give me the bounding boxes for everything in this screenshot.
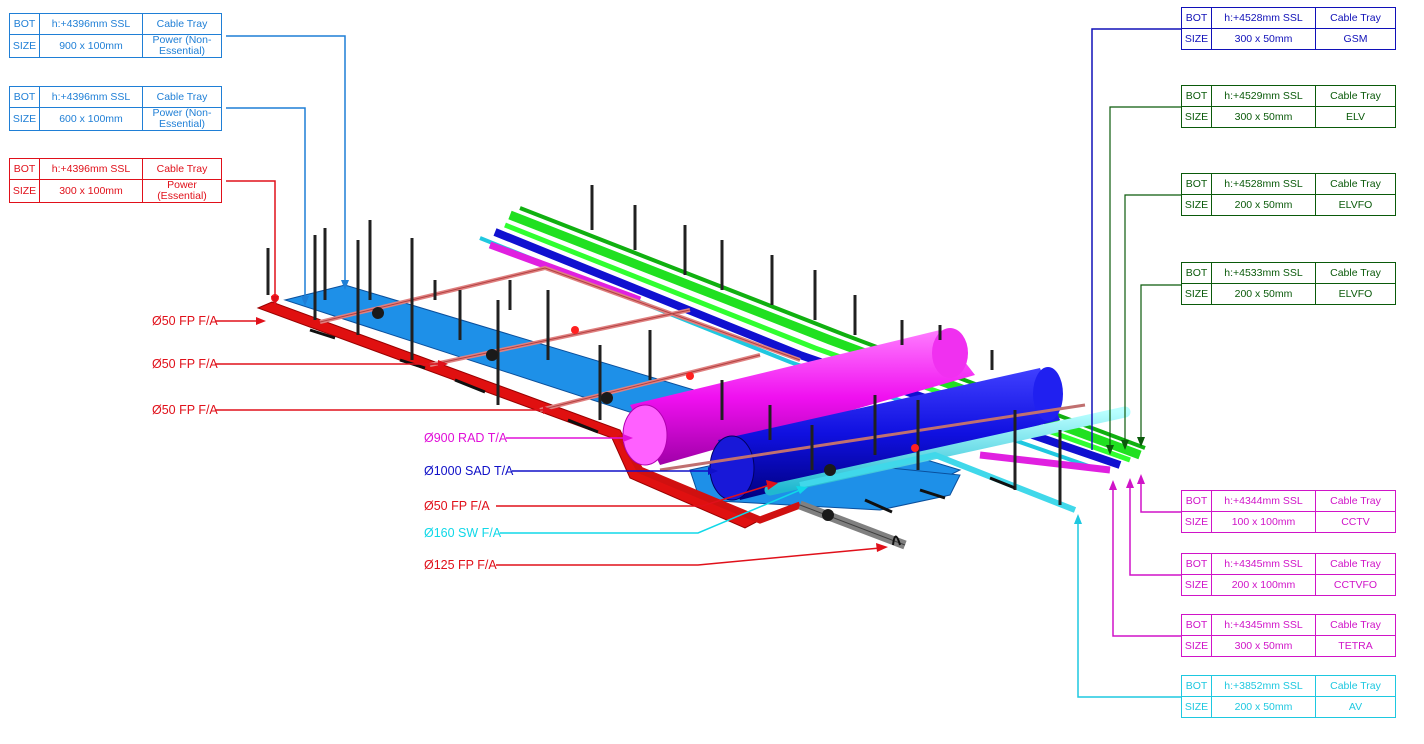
- size-value: 300 x 100mm: [39, 179, 143, 203]
- bot-key: BOT: [1181, 7, 1212, 29]
- size-key: SIZE: [9, 34, 40, 58]
- label-fp50-1: Ø50 FP F/A: [152, 314, 218, 328]
- tag-elvfo-2: BOT h:+4533mm SSL Cable Tray SIZE 200 x …: [1181, 262, 1396, 305]
- label-sad1000: Ø1000 SAD T/A: [424, 464, 514, 478]
- size-key: SIZE: [1181, 283, 1212, 305]
- size-key: SIZE: [1181, 574, 1212, 596]
- size-value: 200 x 50mm: [1211, 283, 1316, 305]
- size-key: SIZE: [9, 179, 40, 203]
- bot-key: BOT: [9, 158, 40, 180]
- label-fp50-3: Ø50 FP F/A: [152, 403, 218, 417]
- service-value: AV: [1315, 696, 1396, 718]
- label-fp50-2: Ø50 FP F/A: [152, 357, 218, 371]
- size-value: 200 x 100mm: [1211, 574, 1316, 596]
- size-key: SIZE: [1181, 194, 1212, 216]
- bot-key: BOT: [1181, 173, 1212, 195]
- level-value: h:+4344mm SSL: [1211, 490, 1316, 512]
- bot-key: BOT: [1181, 675, 1212, 697]
- label-fp125: Ø125 FP F/A: [424, 558, 497, 572]
- tag-elv: BOT h:+4529mm SSL Cable Tray SIZE 300 x …: [1181, 85, 1396, 128]
- service-value: CCTV: [1315, 511, 1396, 533]
- service-value: ELV: [1315, 106, 1396, 128]
- type-value: Cable Tray: [1315, 675, 1396, 697]
- bot-key: BOT: [9, 13, 40, 35]
- tag-power-non-essential-900: BOT h:+4396mm SSL Cable Tray SIZE 900 x …: [9, 13, 222, 58]
- size-value: 200 x 50mm: [1211, 194, 1316, 216]
- sw-pipe: [764, 406, 1131, 513]
- type-value: Cable Tray: [1315, 173, 1396, 195]
- pipe-hanger-hook: [892, 535, 901, 546]
- type-value: Cable Tray: [142, 86, 222, 108]
- size-key: SIZE: [9, 107, 40, 131]
- tag-gsm: BOT h:+4528mm SSL Cable Tray SIZE 300 x …: [1181, 7, 1396, 50]
- level-value: h:+3852mm SSL: [1211, 675, 1316, 697]
- service-value: Power (Non-Essential): [142, 34, 222, 58]
- size-value: 300 x 50mm: [1211, 106, 1316, 128]
- service-value: TETRA: [1315, 635, 1396, 657]
- level-value: h:+4533mm SSL: [1211, 262, 1316, 284]
- size-key: SIZE: [1181, 28, 1212, 50]
- bot-key: BOT: [9, 86, 40, 108]
- bot-key: BOT: [1181, 490, 1212, 512]
- tag-cctv: BOT h:+4344mm SSL Cable Tray SIZE 100 x …: [1181, 490, 1396, 533]
- fp-pipes-core: [319, 267, 801, 411]
- tag-power-non-essential-600: BOT h:+4396mm SSL Cable Tray SIZE 600 x …: [9, 86, 222, 131]
- size-value: 300 x 50mm: [1211, 635, 1316, 657]
- label-sw160: Ø160 SW F/A: [424, 526, 502, 540]
- size-key: SIZE: [1181, 635, 1212, 657]
- level-value: h:+4528mm SSL: [1211, 173, 1316, 195]
- support-bars: [309, 328, 1016, 514]
- tag-tetra: BOT h:+4345mm SSL Cable Tray SIZE 300 x …: [1181, 614, 1396, 657]
- size-value: 900 x 100mm: [39, 34, 143, 58]
- service-value: GSM: [1315, 28, 1396, 50]
- type-value: Cable Tray: [1315, 262, 1396, 284]
- size-key: SIZE: [1181, 696, 1212, 718]
- label-rad900: Ø900 RAD T/A: [424, 431, 508, 445]
- size-key: SIZE: [1181, 511, 1212, 533]
- bot-key: BOT: [1181, 85, 1212, 107]
- level-value: h:+4396mm SSL: [39, 158, 143, 180]
- size-value: 100 x 100mm: [1211, 511, 1316, 533]
- type-value: Cable Tray: [1315, 614, 1396, 636]
- tag-cctvfo: BOT h:+4345mm SSL Cable Tray SIZE 200 x …: [1181, 553, 1396, 596]
- level-value: h:+4529mm SSL: [1211, 85, 1316, 107]
- size-value: 600 x 100mm: [39, 107, 143, 131]
- bot-key: BOT: [1181, 262, 1212, 284]
- tag-power-essential-300: BOT h:+4396mm SSL Cable Tray SIZE 300 x …: [9, 158, 222, 203]
- type-value: Cable Tray: [1315, 553, 1396, 575]
- cctv-trays: [488, 241, 1111, 474]
- tag-av: BOT h:+3852mm SSL Cable Tray SIZE 200 x …: [1181, 675, 1396, 718]
- type-value: Cable Tray: [1315, 85, 1396, 107]
- service-value: CCTVFO: [1315, 574, 1396, 596]
- level-value: h:+4396mm SSL: [39, 13, 143, 35]
- size-value: 300 x 50mm: [1211, 28, 1316, 50]
- service-value: Power (Non-Essential): [142, 107, 222, 131]
- tag-elvfo-1: BOT h:+4528mm SSL Cable Tray SIZE 200 x …: [1181, 173, 1396, 216]
- service-value: Power (Essential): [142, 179, 222, 203]
- size-value: 200 x 50mm: [1211, 696, 1316, 718]
- level-value: h:+4528mm SSL: [1211, 7, 1316, 29]
- level-value: h:+4396mm SSL: [39, 86, 143, 108]
- type-value: Cable Tray: [1315, 7, 1396, 29]
- service-value: ELVFO: [1315, 283, 1396, 305]
- label-fp50-4: Ø50 FP F/A: [424, 499, 490, 513]
- hanger-rods: [266, 185, 1062, 505]
- level-value: h:+4345mm SSL: [1211, 614, 1316, 636]
- service-value: ELVFO: [1315, 194, 1396, 216]
- valves: [372, 307, 836, 521]
- size-key: SIZE: [1181, 106, 1212, 128]
- type-value: Cable Tray: [142, 13, 222, 35]
- type-value: Cable Tray: [1315, 490, 1396, 512]
- level-value: h:+4345mm SSL: [1211, 553, 1316, 575]
- type-value: Cable Tray: [142, 158, 222, 180]
- bot-key: BOT: [1181, 614, 1212, 636]
- bot-key: BOT: [1181, 553, 1212, 575]
